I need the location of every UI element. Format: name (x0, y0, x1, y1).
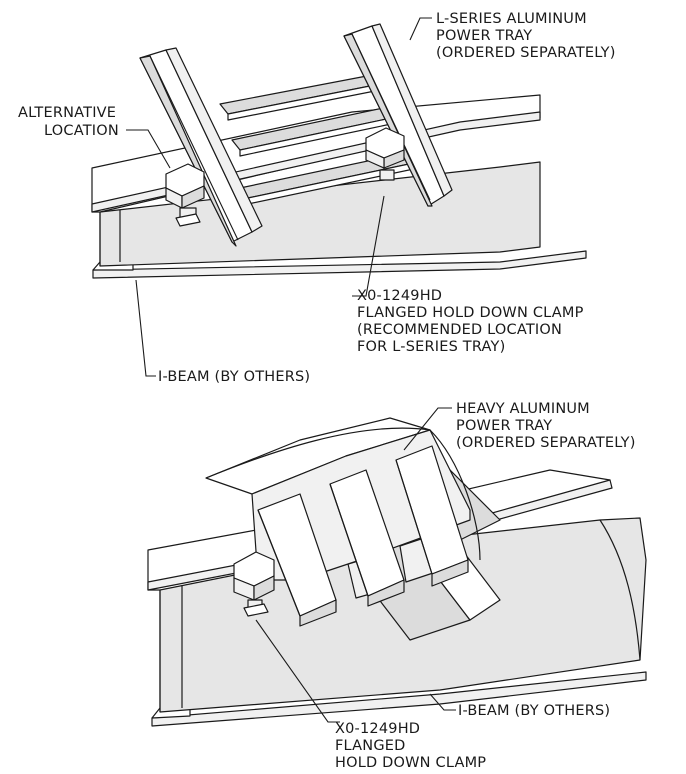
top-leader-tray (409, 17, 432, 41)
bottom-clamp (233, 551, 275, 617)
label-top-clamp-line1: X0-1249HD (357, 288, 442, 304)
label-heavy-tray-line2: POWER TRAY (456, 418, 552, 434)
label-bottom-ibeam-line1: I-BEAM (BY OTHERS) (458, 703, 610, 719)
top-leader-beam (135, 279, 156, 377)
label-alternative-line1: ALTERNATIVE (18, 105, 116, 121)
label-heavy-tray: HEAVY ALUMINUM POWER TRAY (ORDERED SEPAR… (456, 401, 636, 451)
label-top-clamp: X0-1249HD FLANGED HOLD DOWN CLAMP (RECOM… (357, 288, 588, 355)
label-l-series-tray-line3: (ORDERED SEPARATELY) (436, 45, 616, 61)
label-bottom-clamp-line1: X0-1249HD (335, 721, 420, 737)
label-bottom-clamp: X0-1249HD FLANGED HOLD DOWN CLAMP (335, 721, 486, 771)
label-alternative-location: ALTERNATIVE LOCATION (18, 105, 121, 139)
label-bottom-ibeam: I-BEAM (BY OTHERS) (458, 703, 610, 719)
label-heavy-tray-line3: (ORDERED SEPARATELY) (456, 435, 636, 451)
top-clamp-alternative (165, 163, 205, 227)
label-top-clamp-line4: FOR L-SERIES TRAY) (357, 339, 505, 355)
label-l-series-tray: L-SERIES ALUMINUM POWER TRAY (ORDERED SE… (436, 11, 616, 61)
top-leader-clamp (352, 195, 385, 297)
label-top-clamp-line2: FLANGED HOLD DOWN CLAMP (357, 305, 584, 321)
label-heavy-tray-line1: HEAVY ALUMINUM (456, 401, 590, 417)
bottom-leader-tray (403, 407, 452, 451)
top-assembly: L-SERIES ALUMINUM POWER TRAY (ORDERED SE… (18, 11, 616, 385)
label-top-ibeam-line1: I-BEAM (BY OTHERS) (158, 369, 310, 385)
bottom-leader-beam (429, 693, 456, 711)
bottom-tray-body (205, 417, 481, 627)
top-clamp-recommended (365, 127, 405, 181)
label-top-clamp-line3: (RECOMMENDED LOCATION (357, 322, 562, 338)
label-l-series-tray-line1: L-SERIES ALUMINUM (436, 11, 587, 27)
label-bottom-clamp-line2: FLANGED (335, 738, 405, 754)
top-tray-right-rail (343, 23, 453, 207)
bottom-leader-clamp (255, 619, 340, 723)
label-alternative-line2: LOCATION (44, 123, 119, 139)
label-l-series-tray-line2: POWER TRAY (436, 28, 532, 44)
label-top-ibeam: I-BEAM (BY OTHERS) (158, 369, 310, 385)
top-leader-alt (126, 129, 171, 169)
top-tray-left-rail (139, 47, 263, 247)
label-bottom-clamp-line3: HOLD DOWN CLAMP (335, 755, 486, 771)
bottom-assembly: HEAVY ALUMINUM POWER TRAY (ORDERED SEPAR… (147, 401, 647, 771)
